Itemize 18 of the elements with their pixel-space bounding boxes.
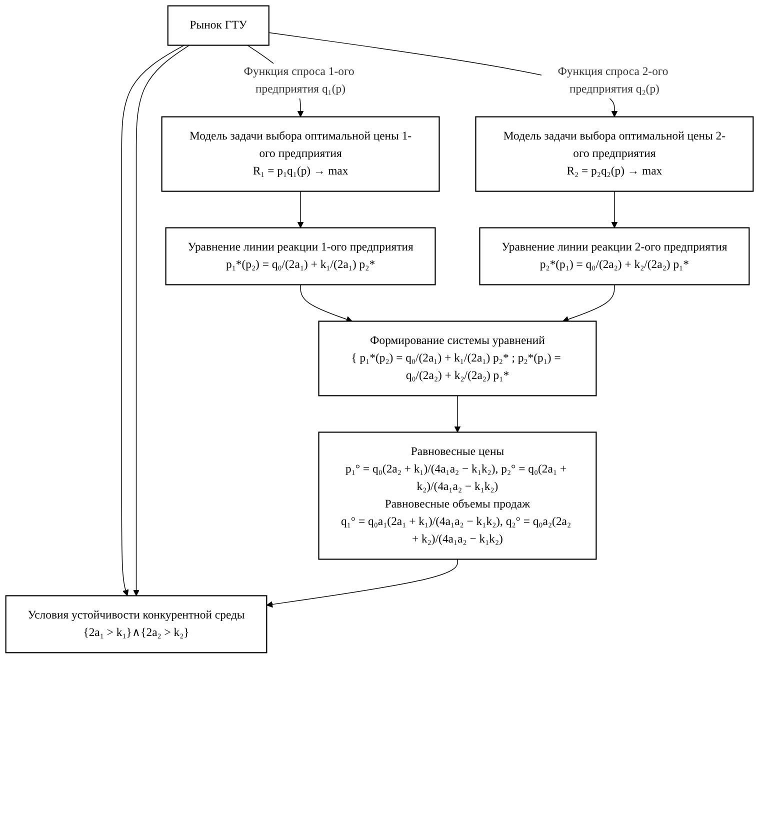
node-box: Рынок ГТУ: [167, 5, 270, 46]
edge-label: Функция спроса 1-ого предприятия q₁(p): [244, 66, 354, 96]
node-box: Равновесные цены p₁° = q₀(2a₂ + k₁)/(4a₁a₂ − k₁k₂), p₂° = q₀(2a₁ + k₂)/(4a₁a₂ − k₁k₂) Равновесные объемы продаж q₁° = q₀a₁(2a₁ + k₁)/(4a₁a₂ − k₁k₂), q₂° = q₀a₂(2a₂ + k₂)/(4a₁a₂ − k₁k₂): [318, 432, 597, 560]
node-box: Модель задачи выбора оптимальной цены 1-ого предприятия R₁ = p₁q₁(p) → max: [161, 116, 440, 192]
node-box: Модель задачи выбора оптимальной цены 2-ого предприятия R₂ = p₂q₂(p) → max: [475, 116, 754, 192]
arrow: [300, 284, 352, 322]
arrow: [121, 44, 184, 596]
arrow: [611, 190, 618, 228]
arrow: [562, 284, 615, 322]
node-box: Уравнение линии реакции 2-ого предприятия p₂*(p₁) = q₀/(2a₂) + k₂/(2a₂) p₁*: [479, 227, 750, 286]
node-box: Условия устойчивости конкурентной среды {2a₁ > k₁}∧{2a₂ > k₂}: [5, 595, 268, 654]
arrow: [266, 558, 458, 608]
arrow: [133, 44, 190, 596]
node-box: Уравнение линии реакции 1-ого предприятия p₁*(p₂) = q₀/(2a₁) + k₁/(2a₁) p₂*: [165, 227, 436, 286]
arrow: [454, 395, 461, 432]
arrow: [297, 190, 304, 228]
node-box: Формирование системы уравнений { p₁*(p₂) = q₀/(2a₁) + k₁/(2a₁) p₂* ; p₂*(p₁) = q₀/(2a₂) + k₂/(2a₂) p₁*: [318, 320, 597, 396]
edge-label: Функция спроса 2-ого предприятия q₂(p): [558, 66, 668, 96]
